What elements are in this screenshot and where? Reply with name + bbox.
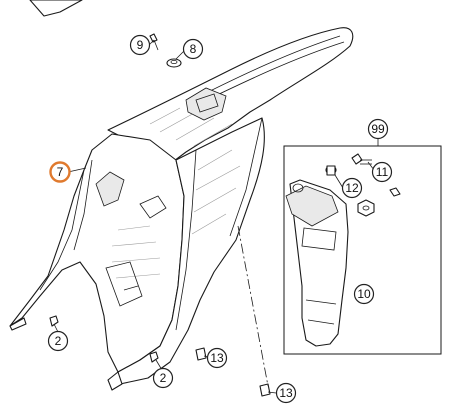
kit-box [283, 145, 442, 355]
callout-7-label: 7 [57, 165, 64, 179]
callout-12-label: 12 [345, 181, 359, 195]
callout-99-label: 99 [371, 122, 385, 136]
fender-bracket [185, 87, 227, 121]
bolt-short [389, 187, 401, 197]
side-panel-right [117, 117, 265, 385]
callout-12: 12 [341, 177, 363, 199]
screw-2-a [49, 315, 59, 327]
callout-99: 99 [367, 118, 389, 140]
rear-fender-assembly [9, 27, 354, 391]
callout-7: 7 [49, 161, 71, 183]
screw-2-b [149, 351, 159, 363]
callout-9: 9 [129, 34, 151, 56]
washer-8 [166, 58, 182, 68]
callout-2-left: 2 [47, 330, 69, 352]
kit-99-group [283, 138, 442, 355]
callout-11-label: 11 [376, 165, 389, 179]
callout-13-lower: 13 [275, 382, 297, 404]
callout-13-lower-label: 13 [279, 386, 293, 400]
center-line [237, 225, 269, 387]
callout-2-bottom: 2 [152, 367, 174, 389]
adjacent-part-fragment [29, 0, 83, 17]
callout-2-bottom-label: 2 [160, 371, 167, 385]
hardware-items [49, 33, 271, 397]
side-panel-left [9, 133, 185, 373]
callout-9-label: 9 [137, 38, 144, 52]
callout-2-left-label: 2 [55, 334, 62, 348]
callout-11: 11 [371, 161, 393, 183]
callout-10-label: 10 [357, 287, 371, 301]
callout-13-upper: 13 [206, 347, 228, 369]
screw-9 [149, 33, 158, 43]
callout-10: 10 [353, 283, 375, 305]
callout-8: 8 [182, 38, 204, 60]
nut [357, 199, 375, 217]
bolt-long [351, 153, 363, 165]
callout-8-label: 8 [190, 42, 197, 56]
screw-13-a [195, 347, 207, 361]
callout-13-upper-label: 13 [210, 351, 224, 365]
screw-13-b [259, 383, 271, 397]
